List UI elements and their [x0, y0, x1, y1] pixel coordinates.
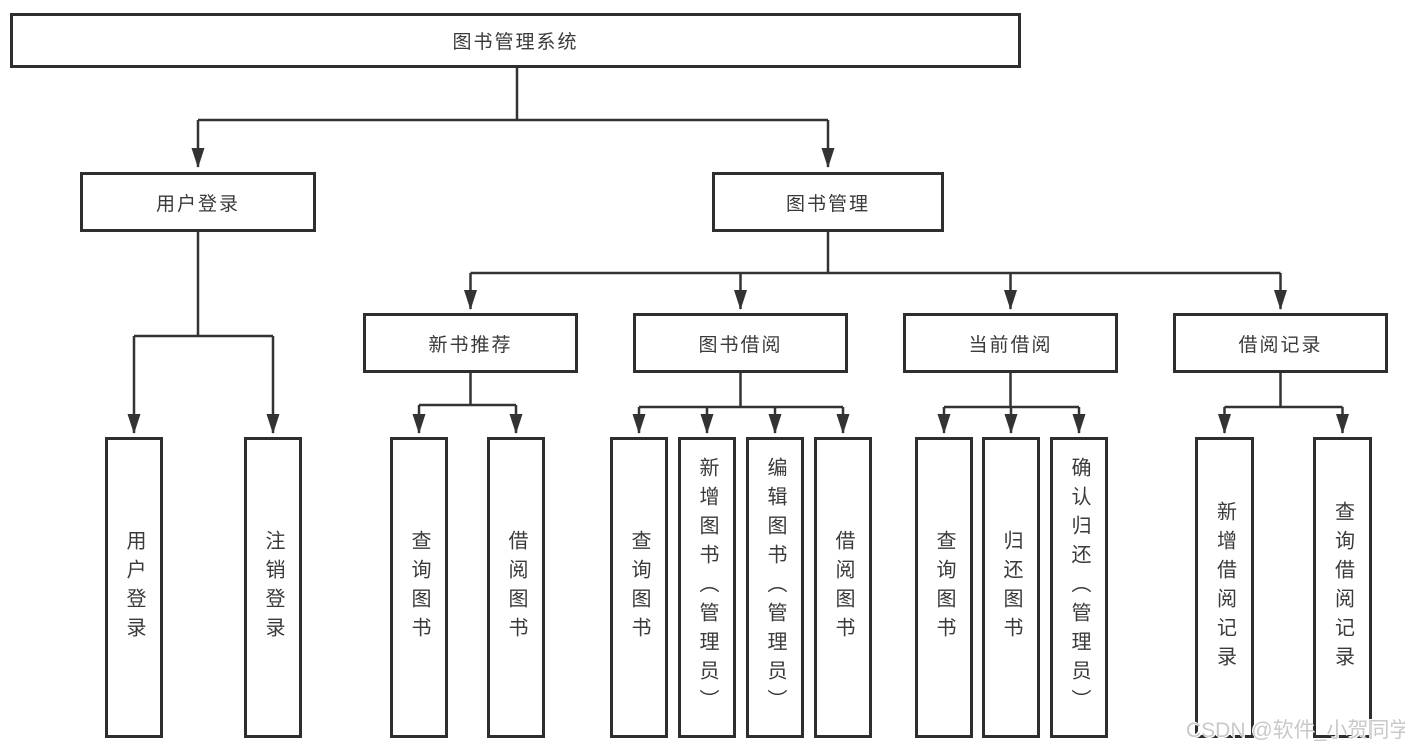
node-label: 用户登录	[155, 193, 240, 215]
node-leaf-return-book: 归还图书	[982, 437, 1040, 738]
node-leaf-query-books-recommend: 查询图书	[390, 437, 448, 738]
node-label: 新增借阅记录	[1213, 500, 1236, 675]
node-root-library-management-system: 图书管理系统	[10, 13, 1021, 68]
node-label: 归还图书	[1000, 529, 1022, 646]
node-label: 图书管理系统	[452, 32, 579, 53]
node-label: 用户登录	[123, 529, 145, 646]
node-leaf-add-borrow-record: 新增借阅记录	[1195, 437, 1254, 738]
node-label: 新增图书（管理员）	[696, 457, 718, 718]
node-leaf-edit-book-admin: 编辑图书（管理员）	[746, 437, 804, 738]
node-label: 借阅图书	[505, 529, 527, 646]
node-leaf-borrow-books: 借阅图书	[814, 437, 872, 738]
node-leaf-query-books-borrowing: 查询图书	[610, 437, 668, 738]
node-label: 查询图书	[933, 529, 955, 646]
node-leaf-add-book-admin: 新增图书（管理员）	[678, 437, 736, 738]
csdn-watermark: CSDN @软件_小贺同学	[1186, 719, 1405, 742]
node-label: 确认归还（管理员）	[1068, 457, 1090, 718]
node-label: 图书借阅	[698, 334, 783, 356]
node-leaf-query-borrow-record: 查询借阅记录	[1313, 437, 1372, 738]
node-label: 新书推荐	[428, 334, 513, 356]
node-book-management-module: 图书管理	[712, 172, 944, 232]
node-label: 当前借阅	[968, 334, 1053, 356]
node-label: 注销登录	[262, 529, 284, 646]
node-borrowing-records: 借阅记录	[1173, 313, 1388, 373]
node-leaf-confirm-return-admin: 确认归还（管理员）	[1050, 437, 1108, 738]
node-new-book-recommendation: 新书推荐	[363, 313, 578, 373]
node-leaf-borrow-books-recommend: 借阅图书	[487, 437, 545, 738]
node-label: 编辑图书（管理员）	[764, 457, 786, 718]
node-user-login-module: 用户登录	[80, 172, 316, 232]
node-leaf-user-login: 用户登录	[105, 437, 163, 738]
node-label: 借阅记录	[1238, 334, 1323, 356]
node-book-borrowing: 图书借阅	[633, 313, 848, 373]
node-current-borrowing: 当前借阅	[903, 313, 1118, 373]
node-label: 借阅图书	[832, 529, 854, 646]
node-label: 查询图书	[408, 529, 430, 646]
node-leaf-query-books-current: 查询图书	[915, 437, 973, 738]
node-leaf-logout: 注销登录	[244, 437, 302, 738]
node-label: 查询借阅记录	[1331, 500, 1354, 675]
node-label: 图书管理	[785, 193, 870, 215]
node-label: 查询图书	[628, 529, 650, 646]
